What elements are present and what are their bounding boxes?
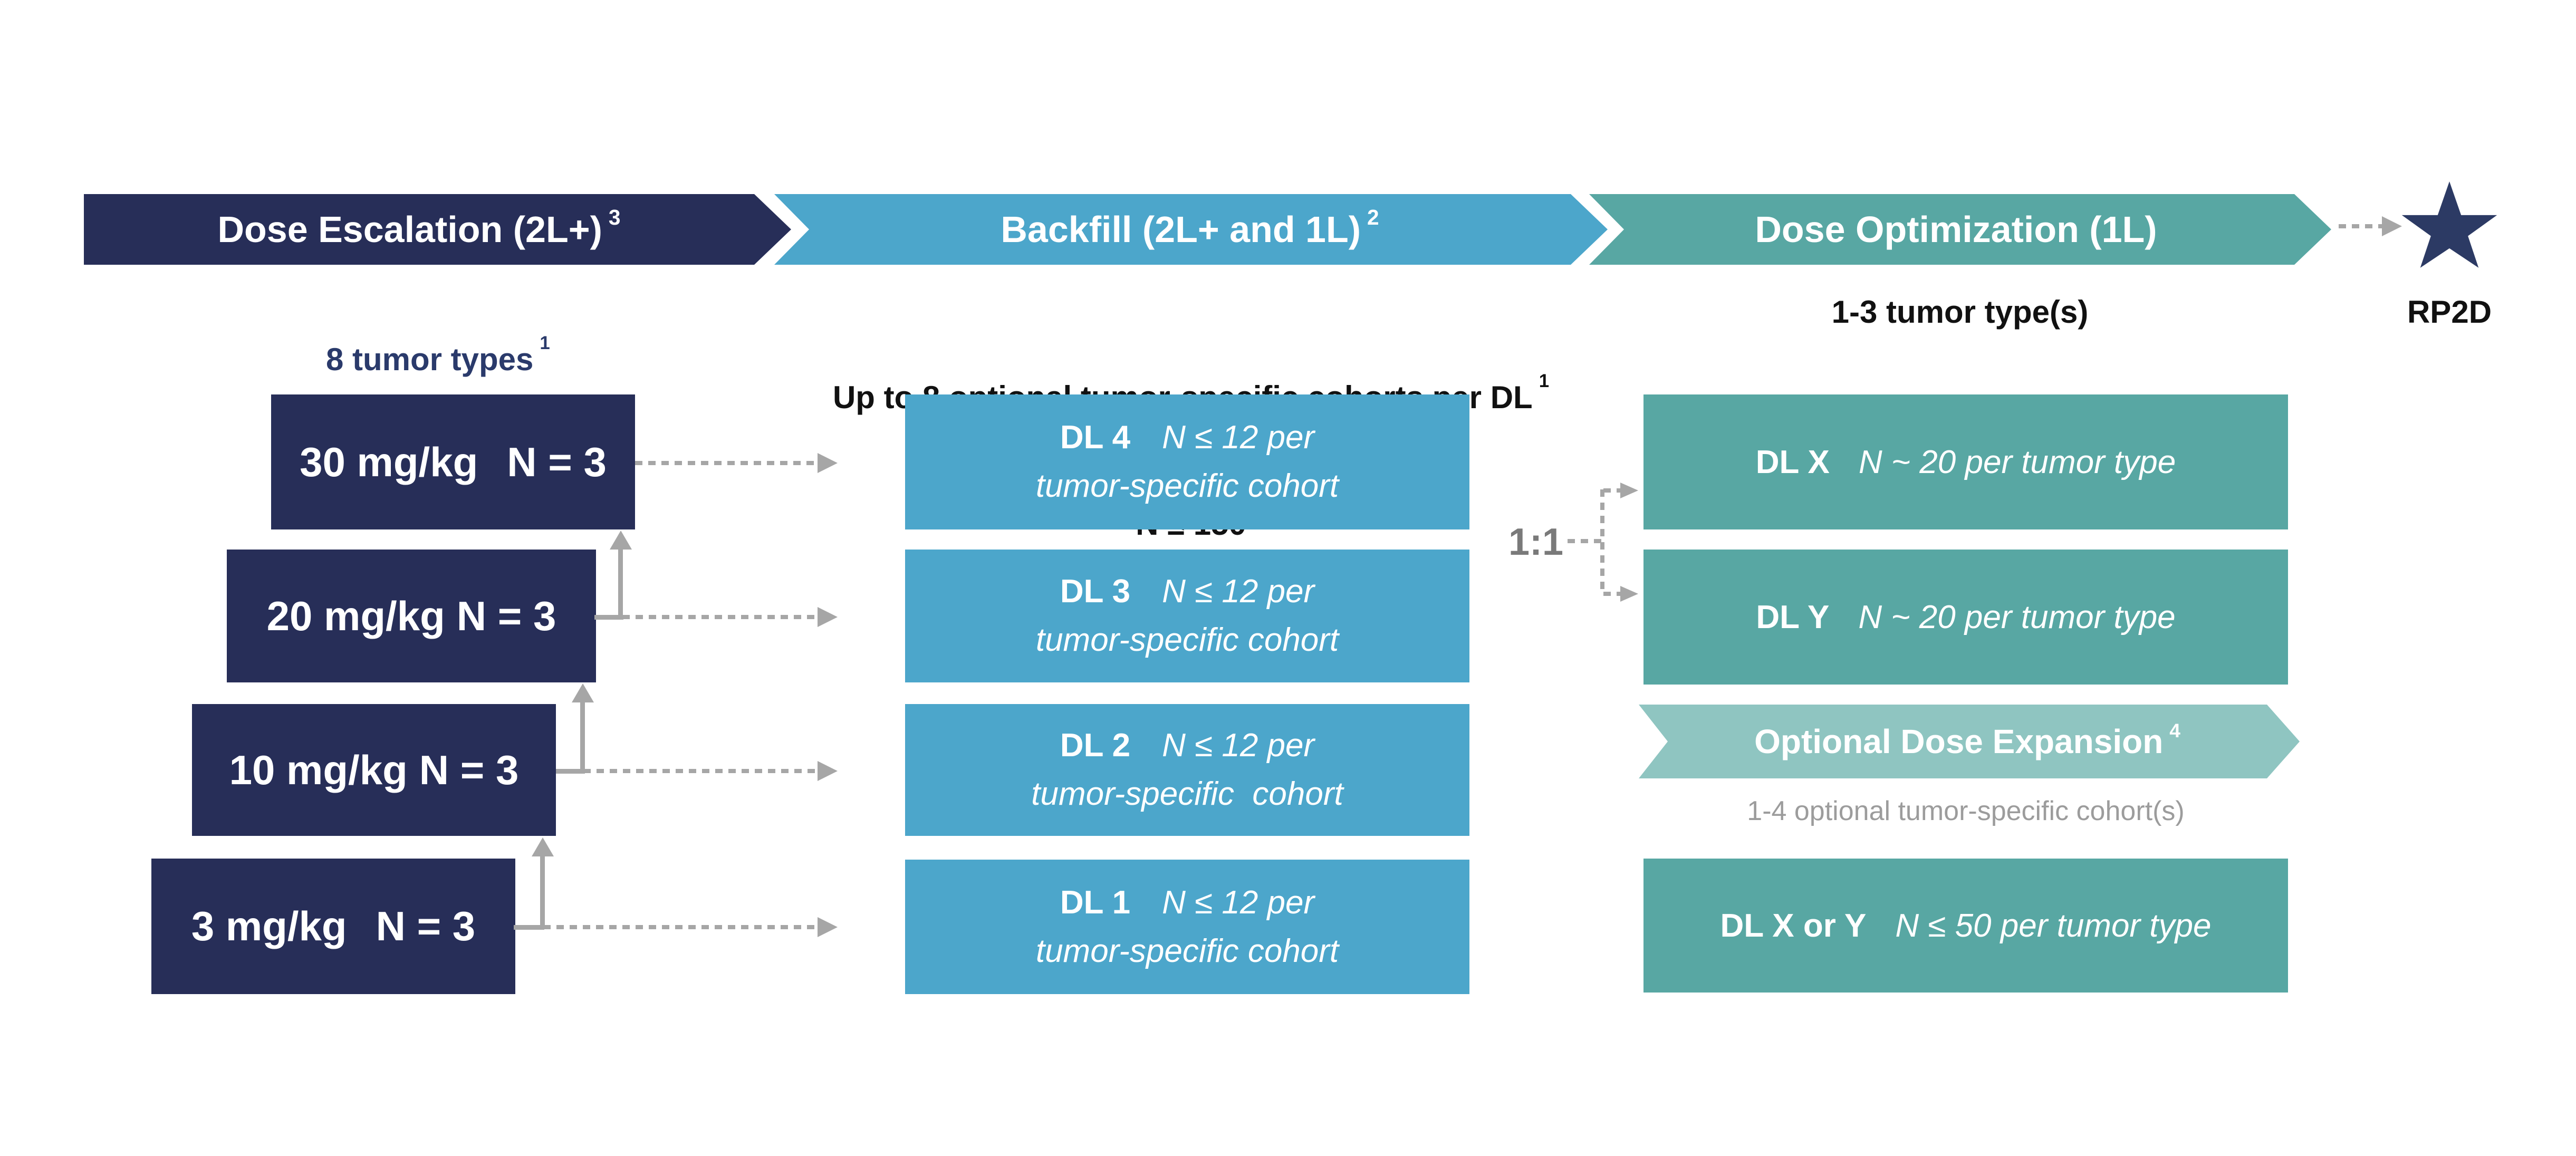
dose-box-3mgkg: 3 mg/kg N = 3	[151, 859, 515, 994]
dose-label: 20 mg/kg	[266, 592, 445, 639]
up-arrowhead-icon	[610, 531, 632, 550]
phase-chevron-dose-optimization: Dose Optimization (1L)	[1589, 194, 2331, 265]
expansion-box-dlx-or-y: DL X or Y N ≤ 50 per tumor type	[1643, 859, 2288, 993]
dl-label: DL X or Y	[1720, 907, 1867, 944]
right-arrowhead-icon	[1620, 586, 1638, 602]
backfill-box-dl4: DL 4 N ≤ 12 per tumor-specific cohort	[905, 394, 1469, 529]
optimization-box-dlx: DL X N ~ 20 per tumor type	[1643, 394, 2288, 529]
dose-label: 3 mg/kg	[191, 903, 347, 949]
rp2d-dotted-connector	[2339, 224, 2383, 228]
cohort-label: tumor-specific cohort	[1035, 622, 1339, 658]
dose-box-30mgkg: 30 mg/kg N = 3	[271, 394, 635, 529]
n-label: N ~ 20 per tumor type	[1858, 444, 2176, 480]
n-label: N ~ 20 per tumor type	[1858, 599, 2176, 635]
backfill-box-dl1: DL 1 N ≤ 12 per tumor-specific cohort	[905, 860, 1469, 994]
footnote-superscript: 3	[608, 205, 621, 230]
backfill-dotted-connector-row2	[622, 615, 816, 619]
n-label: N = 3	[419, 746, 519, 793]
phase-chevron-backfill: Backfill (2L+ and 1L)2	[774, 194, 1608, 265]
right-arrowhead-icon	[818, 761, 838, 781]
backfill-box-dl3: DL 3 N ≤ 12 per tumor-specific cohort	[905, 550, 1469, 682]
n-label: N ≤ 12 per	[1162, 573, 1315, 610]
randomization-ratio-label: 1:1	[1508, 521, 1564, 563]
escalation-arrow-3-to-10	[540, 856, 545, 927]
footnote-superscript: 1	[540, 332, 550, 353]
dl-label: DL 4	[1060, 419, 1131, 456]
dl-label: DL Y	[1756, 599, 1830, 635]
n-label: N ≤ 12 per	[1162, 727, 1315, 764]
dl-label: DL 1	[1060, 884, 1131, 921]
n-label: N ≤ 12 per	[1162, 419, 1315, 456]
right-arrowhead-icon	[1620, 483, 1638, 498]
n-label: N ≤ 50 per tumor type	[1895, 907, 2212, 944]
caption-optimization: 1-3 tumor type(s)	[1831, 294, 2089, 330]
backfill-dotted-connector-row4	[543, 925, 816, 929]
dl-label: DL 3	[1060, 573, 1131, 610]
right-arrowhead-icon	[818, 453, 838, 473]
phase-title: Dose Optimization (1L)	[1755, 209, 2157, 250]
rp2d-label: RP2D	[2407, 294, 2492, 330]
cohort-label: tumor-specific cohort	[1035, 468, 1339, 504]
randomization-dotted-connector	[1603, 488, 1621, 493]
up-arrowhead-icon	[572, 683, 594, 702]
backfill-dotted-connector-row3	[583, 769, 816, 773]
right-arrowhead-icon	[818, 917, 838, 937]
randomization-dotted-connector	[1568, 539, 1602, 543]
n-label: N = 3	[507, 438, 607, 485]
phase-title: Dose Escalation (2L+)	[217, 209, 602, 250]
rp2d-arrowhead-icon	[2382, 216, 2402, 236]
escalation-arrow-20-to-30	[618, 550, 623, 619]
expansion-title: Optional Dose Expansion	[1754, 722, 2164, 760]
optimization-box-dly: DL Y N ~ 20 per tumor type	[1643, 550, 2288, 685]
footnote-superscript: 4	[2169, 719, 2180, 742]
escalation-arrow-10-to-20	[556, 769, 585, 774]
randomization-dotted-connector	[1603, 592, 1621, 596]
escalation-arrow-10-to-20	[580, 702, 585, 771]
phase-title: Backfill (2L+ and 1L)	[1001, 209, 1361, 250]
n-label: N = 3	[456, 592, 556, 639]
right-arrowhead-icon	[818, 607, 838, 627]
footnote-superscript: 1	[1539, 370, 1550, 391]
dl-label: DL 2	[1060, 727, 1131, 764]
dl-label: DL X	[1755, 444, 1830, 480]
dose-label: 10 mg/kg	[229, 746, 408, 793]
backfill-dotted-connector-row1	[635, 461, 816, 465]
cohort-label: tumor-specific cohort	[1031, 776, 1343, 812]
up-arrowhead-icon	[532, 837, 554, 856]
backfill-box-dl2: DL 2 N ≤ 12 per tumor-specific cohort	[905, 704, 1469, 836]
cohort-label: tumor-specific cohort	[1035, 932, 1339, 969]
phase-chevron-dose-escalation: Dose Escalation (2L+)3	[84, 194, 791, 265]
escalation-arrow-3-to-10	[514, 925, 544, 930]
expansion-caption: 1-4 optional tumor-specific cohort(s)	[1747, 796, 2185, 826]
n-label: N ≤ 12 per	[1162, 884, 1315, 921]
escalation-arrow-20-to-30	[594, 615, 623, 620]
randomization-split-bracket	[1600, 489, 1604, 595]
star-icon	[2401, 181, 2497, 268]
n-label: N = 3	[376, 903, 476, 949]
dose-label: 30 mg/kg	[300, 438, 478, 485]
footnote-superscript: 2	[1367, 205, 1379, 230]
